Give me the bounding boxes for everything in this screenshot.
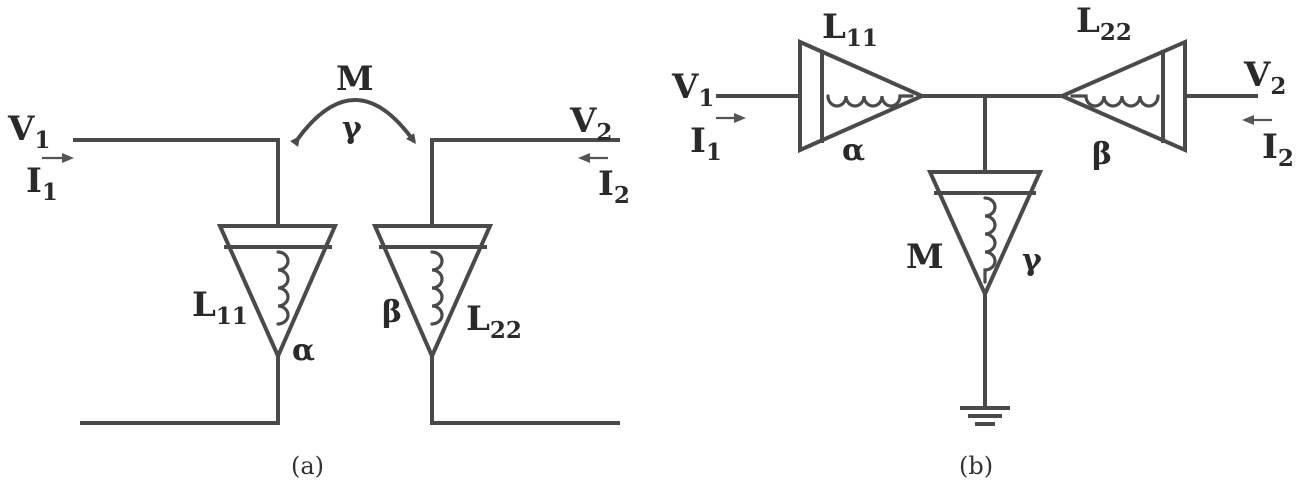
current-arrow-b-i1 [716,113,746,123]
mutual-coupling-arc [290,98,416,147]
inductor-b-l22 [1057,38,1187,154]
inductor-b-l11 [798,38,927,154]
label-a-l11: L11 [192,285,248,330]
label-b-l22: L22 [1076,1,1132,46]
ground-symbol [960,406,1010,426]
wire-a-top-right [430,138,620,227]
panel-a: V1 I1 V2 I2 M γ L11 α β L22 (a) [7,59,630,480]
label-a-beta: β [382,295,402,330]
inductor-b-m [926,170,1044,299]
panel-b: V1 I1 V2 I2 L11 α L22 β M γ (b) [671,1,1294,480]
label-b-i1: I1 [690,121,722,166]
label-a-l22: L22 [466,299,522,344]
label-b-v1: V1 [671,67,714,112]
wire-a-bottom-right [430,353,620,425]
label-a-v2: V2 [569,101,612,146]
caption-a: (a) [291,452,324,480]
label-b-beta: β [1092,137,1112,172]
label-a-i2: I2 [598,164,630,209]
label-a-gamma: γ [342,111,362,146]
inductor-a-l11 [216,224,339,361]
wire-a-bottom-left [80,353,280,425]
current-arrow-b-i2 [1242,115,1272,125]
caption-b: (b) [959,452,993,480]
label-a-m: M [336,59,374,99]
label-b-m: M [906,237,944,277]
label-a-alpha: α [292,333,315,368]
label-b-alpha: α [842,133,865,168]
label-b-v2: V2 [1243,55,1286,100]
label-a-v1: V1 [7,109,50,154]
inductor-a-l22 [371,224,494,361]
label-b-l11: L11 [822,7,878,52]
current-arrow-a-i1 [42,153,74,163]
label-b-i2: I2 [1262,127,1294,172]
label-b-gamma: γ [1022,243,1042,278]
wire-a-top-left [73,138,280,227]
label-a-i1: I1 [26,161,58,206]
current-arrow-a-i2 [578,153,608,163]
